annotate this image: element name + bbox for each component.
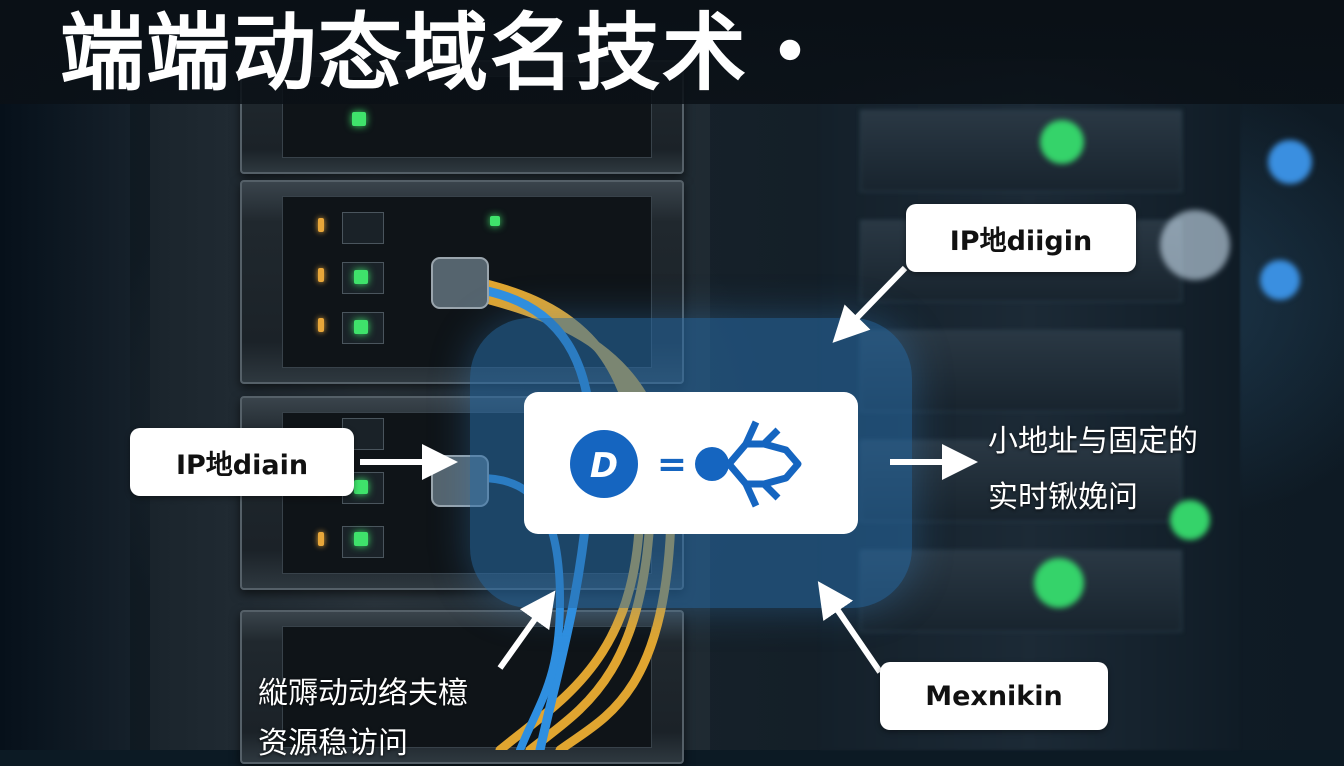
status-light <box>1040 120 1084 164</box>
arrow-bottom-left <box>497 590 556 670</box>
center-diagram: D = <box>570 420 802 508</box>
status-light <box>1034 558 1084 608</box>
right-rack-slot <box>860 110 1182 192</box>
bottom-left-line2: 资源稳访问 <box>258 726 408 761</box>
led-indicator <box>354 532 368 546</box>
label-bottom-right: Mexnikin <box>880 662 1108 730</box>
led-indicator <box>354 320 368 334</box>
led-indicator <box>318 218 324 232</box>
equals-sign: = <box>657 444 687 485</box>
status-light <box>1268 140 1312 184</box>
status-light <box>1260 260 1300 300</box>
drive-bay <box>342 212 384 244</box>
right-description-line1: 小地址与固定的 <box>988 424 1198 459</box>
led-indicator <box>490 216 500 226</box>
right-description-line2: 实时锹娩问 <box>988 480 1138 515</box>
status-light <box>1170 500 1210 540</box>
left-rack <box>0 100 130 750</box>
led-indicator <box>318 318 324 332</box>
arrow-top-right <box>832 265 908 343</box>
label-top-right: IP地diigin <box>906 204 1136 272</box>
label-bottom-right-text: Mexnikin <box>925 680 1063 712</box>
right-rack-slot <box>860 440 1182 522</box>
network-node-icon <box>695 420 802 508</box>
led-indicator <box>352 112 366 126</box>
led-indicator <box>318 532 324 546</box>
label-left: IP地diain <box>130 428 354 496</box>
bottom-left-description: 縦䢆动动络夫檍 资源稳访问 <box>258 672 468 766</box>
right-description: 小地址与固定的 实时锹娩问 <box>988 420 1198 520</box>
center-card: D = <box>524 392 858 534</box>
status-light <box>1160 210 1230 280</box>
title-bar <box>0 0 1344 104</box>
label-left-text: IP地diain <box>175 449 309 481</box>
connector <box>431 257 489 309</box>
right-rack-slot <box>860 550 1182 632</box>
page-title: 端端动态域名技术・ <box>60 4 835 102</box>
id-logo-icon <box>570 430 638 498</box>
led-indicator <box>354 480 368 494</box>
label-top-right-text: IP地diigin <box>949 225 1093 257</box>
led-indicator <box>354 270 368 284</box>
bottom-left-line1: 縦䢆动动络夫檍 <box>258 676 468 711</box>
arrows <box>360 265 978 674</box>
arrow-bottom-right <box>817 581 883 674</box>
logo-letter: D <box>590 446 618 486</box>
right-rack-slot <box>860 330 1182 412</box>
led-indicator <box>318 268 324 282</box>
